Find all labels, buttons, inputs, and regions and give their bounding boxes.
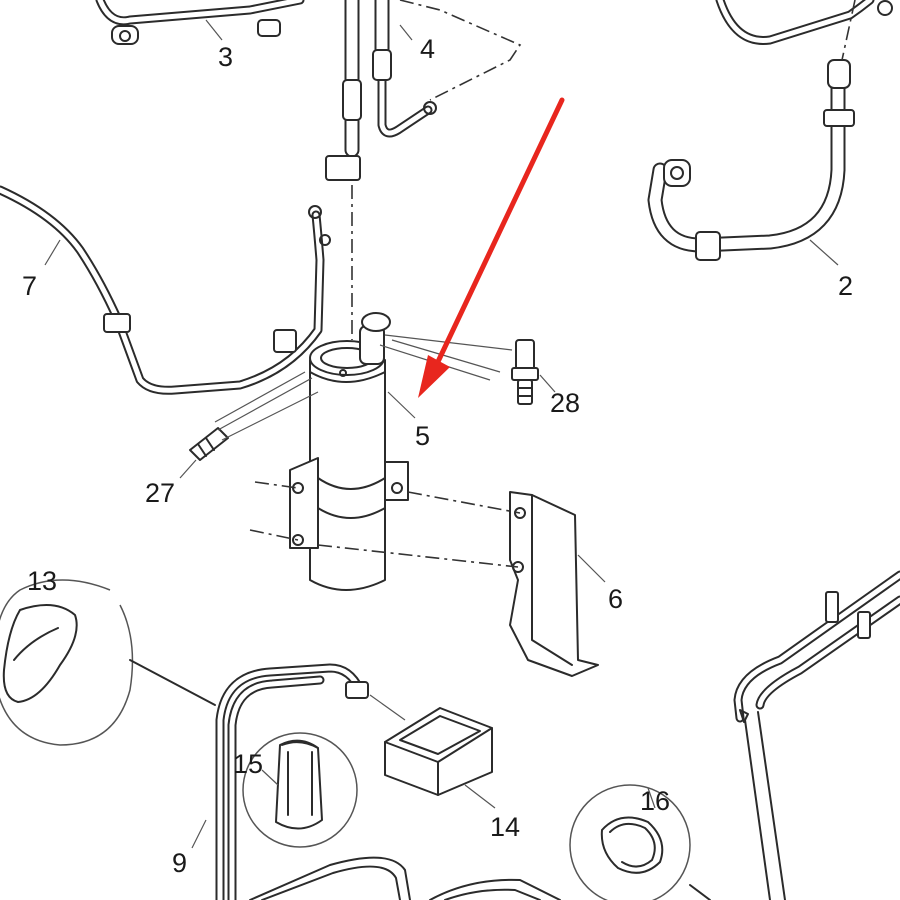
part-16-detail — [569, 784, 711, 900]
callout-28: 28 — [550, 388, 580, 418]
lower-right-pipes — [733, 570, 900, 900]
callout-27: 27 — [145, 478, 175, 508]
red-pointer-arrow — [418, 97, 565, 398]
callout-2: 2 — [838, 271, 853, 301]
callout-13: 13 — [27, 566, 57, 596]
callout-16: 16 — [640, 786, 670, 816]
drier-mounting-clamp — [289, 457, 409, 549]
part-14-pad — [369, 694, 493, 796]
assembly-lines — [249, 0, 856, 568]
callout-7: 7 — [22, 271, 37, 301]
callout-9: 9 — [172, 848, 187, 878]
callout-3: 3 — [218, 42, 233, 72]
part-27-valve — [189, 427, 229, 461]
part-15-detail — [242, 732, 358, 848]
part-4-hoses — [325, 0, 437, 181]
callout-labels: 3 4 2 7 28 5 27 6 13 15 14 9 16 — [22, 34, 853, 878]
part-5-receiver-drier — [309, 312, 391, 591]
callout-15: 15 — [233, 749, 263, 779]
part-2-hose — [647, 0, 893, 261]
callout-14: 14 — [490, 812, 520, 842]
callout-6: 6 — [608, 584, 623, 614]
part-7-pipe — [0, 185, 331, 395]
part-28-pressure-switch — [511, 339, 539, 405]
part-3-hose — [95, 0, 305, 45]
part-6-bracket — [509, 491, 599, 677]
callout-5: 5 — [415, 421, 430, 451]
callout-4: 4 — [420, 34, 435, 64]
part-9-pipes — [129, 659, 561, 900]
part-13-detail — [0, 579, 134, 746]
